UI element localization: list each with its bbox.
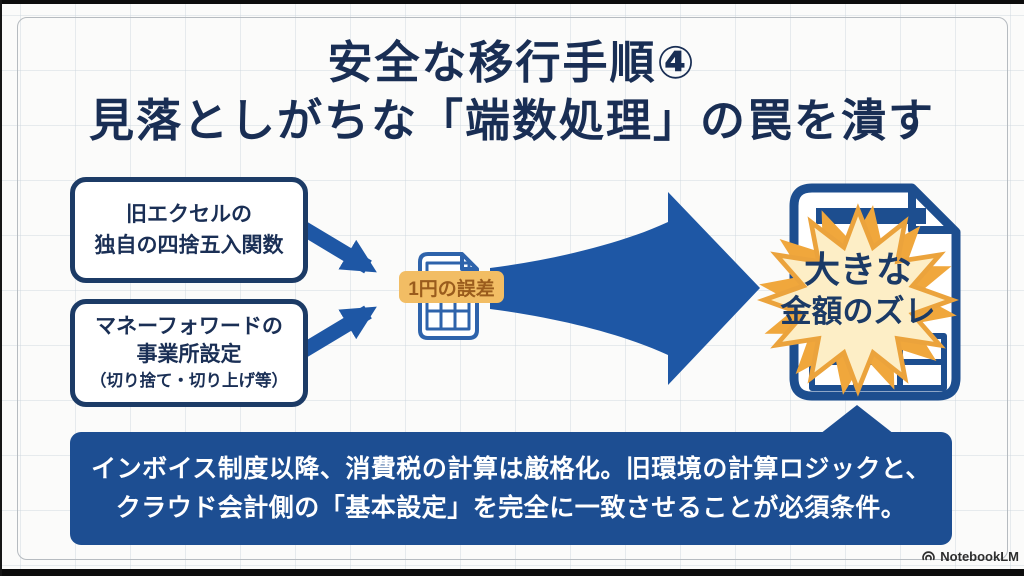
- arrow-from-box2: [299, 305, 377, 358]
- starburst-label-line2: 金額のズレ: [780, 294, 936, 329]
- watermark-label: NotebookLM: [940, 549, 1019, 564]
- error-badge-label: 1円の誤差: [408, 278, 495, 300]
- top-letterbox-bar: [0, 0, 1024, 4]
- arrow-from-box1: [299, 221, 377, 274]
- cause-box-mf-line1: マネーフォワードの: [95, 315, 283, 338]
- starburst-label-line1: 大きな: [803, 249, 912, 290]
- starburst-front-layer: [757, 203, 959, 397]
- title-line-2: 見落としがちな「端数処理」の罠を潰す: [88, 95, 935, 146]
- page-title: 安全な移行手順④ 見落としがちな「端数処理」の罠を潰す: [0, 34, 1024, 150]
- slide-frame-border: [17, 17, 1008, 560]
- starburst-shape: [757, 203, 959, 397]
- cause-box-excel-line2: 独自の四捨五入関数: [94, 234, 284, 257]
- footer-banner-line2: クラウド会計側の「基本設定」を完全に一致させることが必須条件。: [115, 493, 907, 522]
- cause-box-mf-line3: （切り捨て・切り上げ等）: [90, 372, 288, 390]
- big-result-arrow: [490, 192, 760, 385]
- starburst-label: 大きな 金額のズレ: [750, 248, 966, 332]
- cause-box-excel: 旧エクセルの 独自の四捨五入関数: [70, 177, 308, 283]
- bottom-letterbox-bar: [0, 569, 1024, 576]
- notebooklm-logo-icon: [922, 551, 936, 561]
- left-letterbox-bar: [0, 0, 2, 576]
- footer-banner-line1: インボイス制度以降、消費税の計算は厳格化。旧環境の計算ロジックと、: [91, 454, 931, 483]
- title-line-1: 安全な移行手順④: [327, 37, 697, 88]
- cause-box-moneyforward: マネーフォワードの 事業所設定 （切り捨て・切り上げ等）: [70, 299, 308, 407]
- footer-banner: インボイス制度以降、消費税の計算は厳格化。旧環境の計算ロジックと、 クラウド会計…: [70, 432, 952, 545]
- watermark: NotebookLM: [921, 549, 1019, 564]
- banner-callout-pointer: [820, 405, 894, 434]
- cause-box-mf-line2: 事業所設定: [136, 343, 242, 366]
- error-badge: 1円の誤差: [399, 271, 504, 303]
- cause-box-excel-line1: 旧エクセルの: [126, 203, 252, 226]
